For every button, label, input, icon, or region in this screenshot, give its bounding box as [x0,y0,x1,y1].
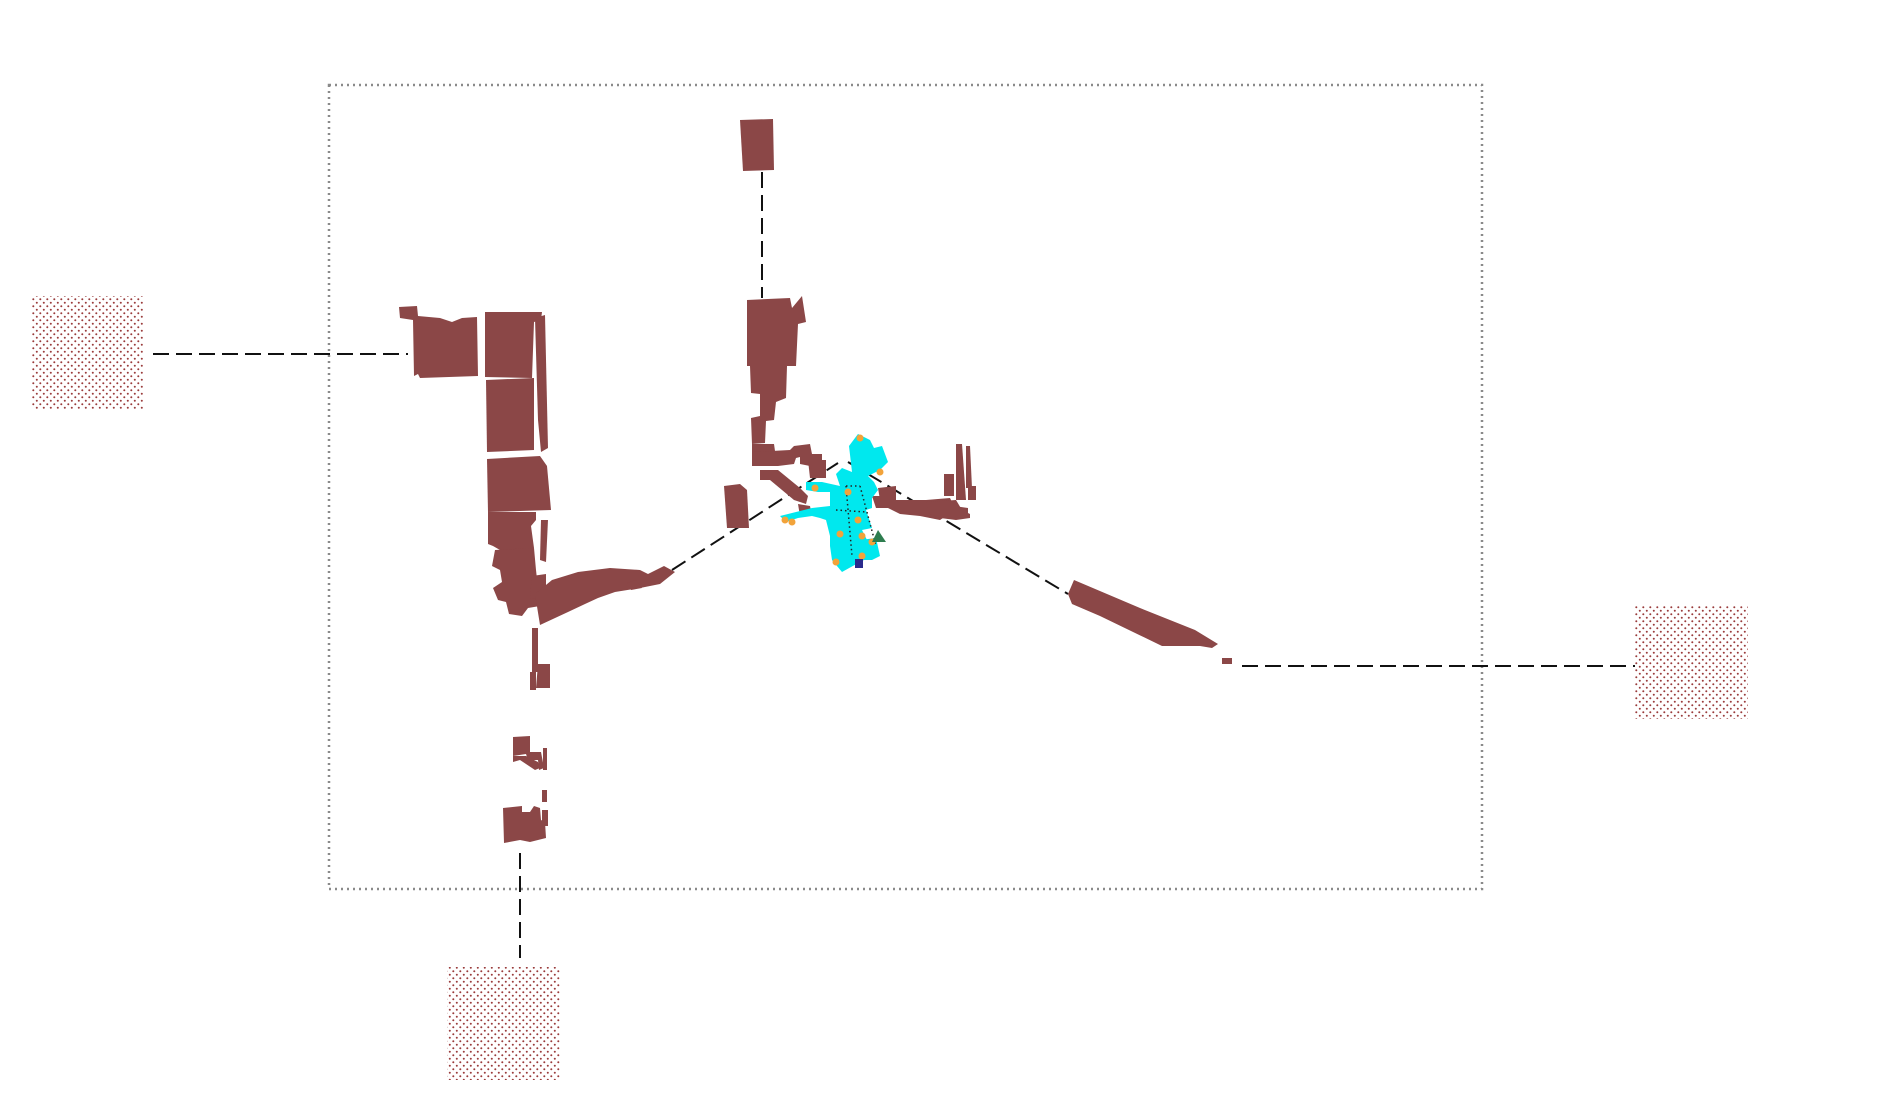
hub-paths [835,485,877,557]
hub-node [781,516,789,524]
parcel-south-frag-d [543,748,547,770]
parcel-west-column-top [485,312,542,378]
parcel-hub-east-frag-b [968,486,976,500]
hub-nodes [781,434,884,566]
parcel-west-column-strip [535,315,548,452]
parcel-hub-frag-b [808,460,826,478]
parcel-east-diagonal [1068,580,1218,648]
external-node-west [31,296,144,409]
parcel-west-column-mid [486,378,534,452]
parcel-west-column-foot [492,548,540,616]
external-node-south [447,967,560,1080]
parcel-south-cluster-c [503,806,546,843]
parcel-south-frag-c [530,672,536,690]
external-nodes [31,296,1748,1080]
hub-node [858,532,866,540]
external-node-east [1635,606,1748,719]
parcel-band-stub [627,580,642,590]
parcel-hub-east-tall-b [966,446,972,488]
connector-hub-southeast [847,461,1069,595]
parcel-south-frag-e [542,790,547,802]
parcel-hub-east-tall [956,444,966,500]
parcel-south-frag-f [542,810,548,826]
connector-lines [153,172,1637,958]
parcel-hub-east-frag [944,474,954,496]
parcel-south-cluster-b [513,756,540,770]
parcel-hub-east-block [926,500,970,520]
parcel-hub-north-row [752,444,812,466]
parcel-north-top [740,119,774,171]
hub-node [858,552,866,560]
parcel-south-frag-b [536,664,550,688]
hub-node [854,516,862,524]
connector-hub-southwest [671,462,839,571]
square-marker [855,559,863,568]
study-area-boundary [327,83,1484,891]
parcel-west-column-base [488,512,536,552]
parcel-northwest-block [399,306,478,378]
parcel-diagonal-band [535,566,675,625]
parcel-hub-connector [760,470,808,504]
hub-node [811,484,819,492]
land-parcels [399,119,1232,843]
parcel-south-frag-a [532,628,538,672]
hub-node [856,434,864,442]
parcel-hub-east-frag-c [878,486,896,500]
parcel-north-arm [747,296,806,444]
hub-node [844,488,852,496]
parcel-hub-west-block [724,484,749,528]
parcel-west-column-lower [487,456,551,512]
hub-node [832,558,840,566]
parcel-east-small [1222,658,1232,664]
central-hub [780,434,888,572]
hub-node [836,530,844,538]
hub-node [788,518,796,526]
parcel-south-cluster-a [513,736,544,770]
triangle-marker [872,530,886,542]
hub-node [876,468,884,476]
parcel-west-sliver [540,520,548,562]
